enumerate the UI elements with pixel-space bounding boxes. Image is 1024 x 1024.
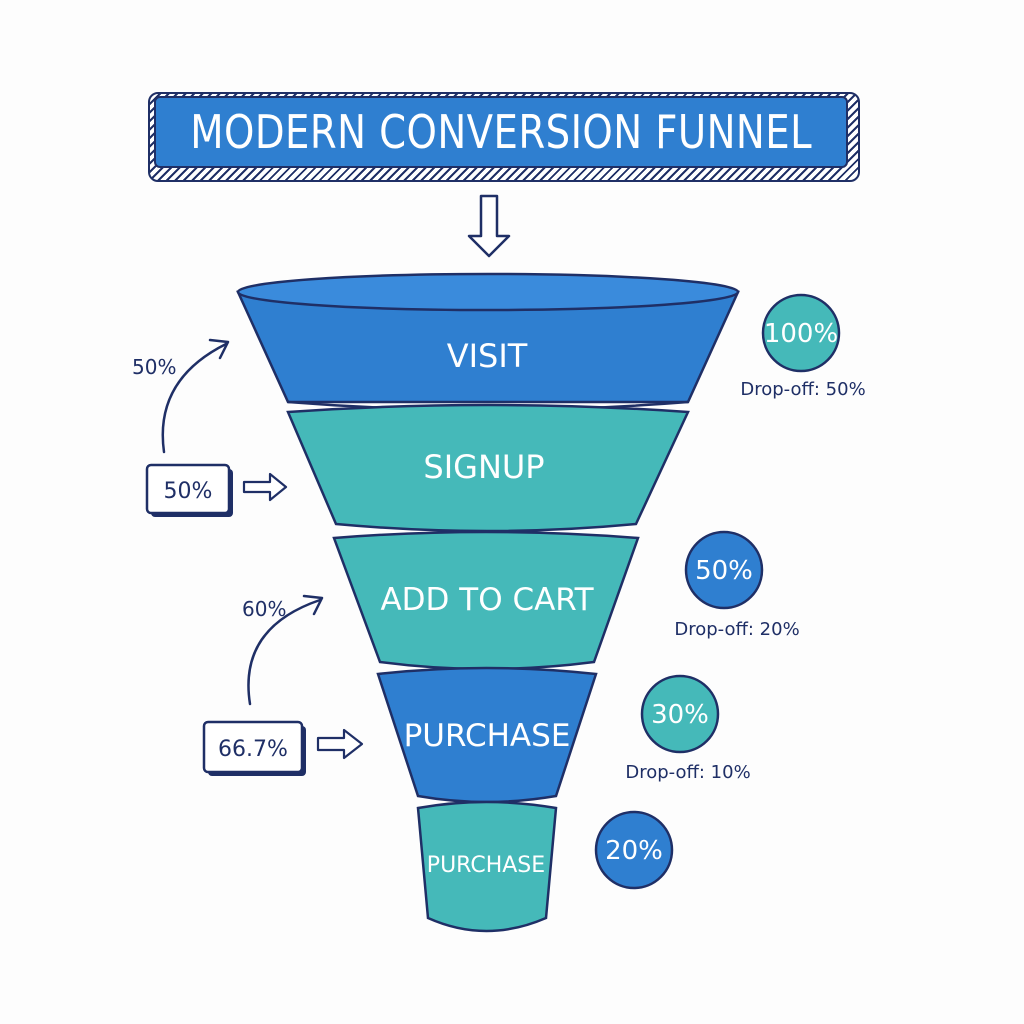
stage-label: PURCHASE [404,718,571,754]
badge-value: 100% [764,319,838,349]
percent-badge-visit: 100% Drop-off: 50% [740,295,865,400]
stage-label: VISIT [447,337,528,375]
percent-badge-signup: 50% Drop-off: 20% [674,532,799,640]
rate-note-cart-purchase: 60% 66.7% [204,596,362,776]
rate-box-label: 50% [164,479,213,504]
rate-note-visit-signup: 50% 50% [132,340,286,517]
stage-label: PURCHASE [427,853,545,878]
down-arrow-icon [469,196,509,256]
funnel-stage-purchase: PURCHASE [378,668,596,802]
percent-badge-add-to-cart: 30% Drop-off: 10% [625,676,750,783]
badge-value: 50% [695,556,753,586]
percent-badge-purchase: 20% [596,812,672,888]
dropoff-label: Drop-off: 10% [625,762,750,783]
curve-rate-label: 60% [242,597,286,621]
funnel-stage-signup: SIGNUP [288,405,688,531]
rate-box-label: 66.7% [218,737,288,762]
dropoff-label: Drop-off: 50% [740,379,865,400]
right-arrow-icon [318,730,362,758]
stage-label: SIGNUP [423,448,544,486]
funnel-stage-add-to-cart: ADD TO CART [334,532,638,669]
dropoff-label: Drop-off: 20% [674,619,799,640]
funnel-stage-visit: VISIT [238,274,738,410]
badge-value: 20% [605,836,663,866]
right-arrow-icon [244,474,286,500]
badge-value: 30% [651,700,709,730]
funnel-stage-rim [238,274,738,310]
funnel-stage-purchase-final: PURCHASE [418,802,556,931]
curve-rate-label: 50% [132,355,176,379]
stage-label: ADD TO CART [380,582,594,618]
